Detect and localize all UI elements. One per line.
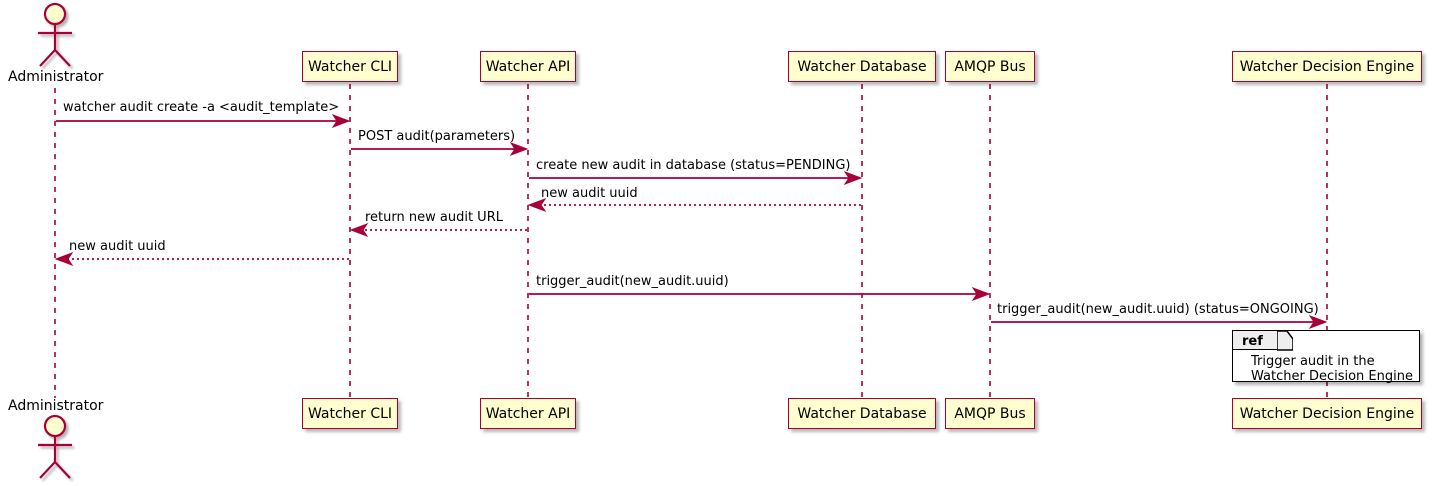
message-arrow-6 (54, 251, 349, 267)
ref-fragment-line-2: Watcher Decision Engine (1251, 369, 1413, 384)
message-label-6: new audit uuid (69, 239, 166, 254)
message-arrow-3 (529, 170, 863, 186)
message-arrow-8 (991, 314, 1328, 330)
message-label-8: trigger_audit(new_audit.uuid) (status=ON… (997, 302, 1319, 317)
message-arrow-2 (351, 141, 529, 157)
message-label-5: return new audit URL (365, 210, 503, 225)
message-arrow-4 (527, 197, 861, 213)
ref-fragment: ref Trigger audit in the Watcher Decisio… (1232, 330, 1420, 384)
message-arrow-1 (56, 113, 351, 129)
participant-box-watcher-cli-bottom[interactable]: Watcher CLI (302, 398, 398, 429)
message-arrow-7 (529, 286, 991, 302)
message-arrow-5 (349, 222, 527, 238)
actor-label-administrator-top: Administrator (8, 69, 104, 85)
participant-box-watcher-decision-engine-bottom[interactable]: Watcher Decision Engine (1232, 398, 1422, 429)
message-label-7: trigger_audit(new_audit.uuid) (536, 274, 729, 289)
actor-administrator-top (38, 2, 72, 67)
message-label-1: watcher audit create -a <audit_template> (63, 100, 340, 115)
participant-box-amqp-bus-top[interactable]: AMQP Bus (945, 51, 1035, 82)
participant-box-watcher-api-bottom[interactable]: Watcher API (480, 398, 576, 429)
participant-box-watcher-cli-top[interactable]: Watcher CLI (302, 51, 398, 82)
ref-fragment-tab-label: ref (1242, 334, 1263, 349)
participant-box-amqp-bus-bottom[interactable]: AMQP Bus (945, 398, 1035, 429)
message-label-2: POST audit(parameters) (358, 129, 516, 144)
actor-administrator-bottom (38, 414, 72, 479)
actor-label-administrator-bottom: Administrator (8, 398, 104, 414)
ref-tab-corner-icon (1277, 331, 1293, 351)
participant-box-watcher-database-top[interactable]: Watcher Database (788, 51, 936, 82)
participant-box-watcher-database-bottom[interactable]: Watcher Database (788, 398, 936, 429)
participant-box-watcher-decision-engine-top[interactable]: Watcher Decision Engine (1232, 51, 1422, 82)
ref-fragment-line-1: Trigger audit in the (1251, 354, 1375, 369)
participant-box-watcher-api-top[interactable]: Watcher API (480, 51, 576, 82)
message-label-4: new audit uuid (541, 186, 638, 201)
lifelines (54, 84, 1328, 398)
message-label-3: create new audit in database (status=PEN… (536, 158, 851, 173)
